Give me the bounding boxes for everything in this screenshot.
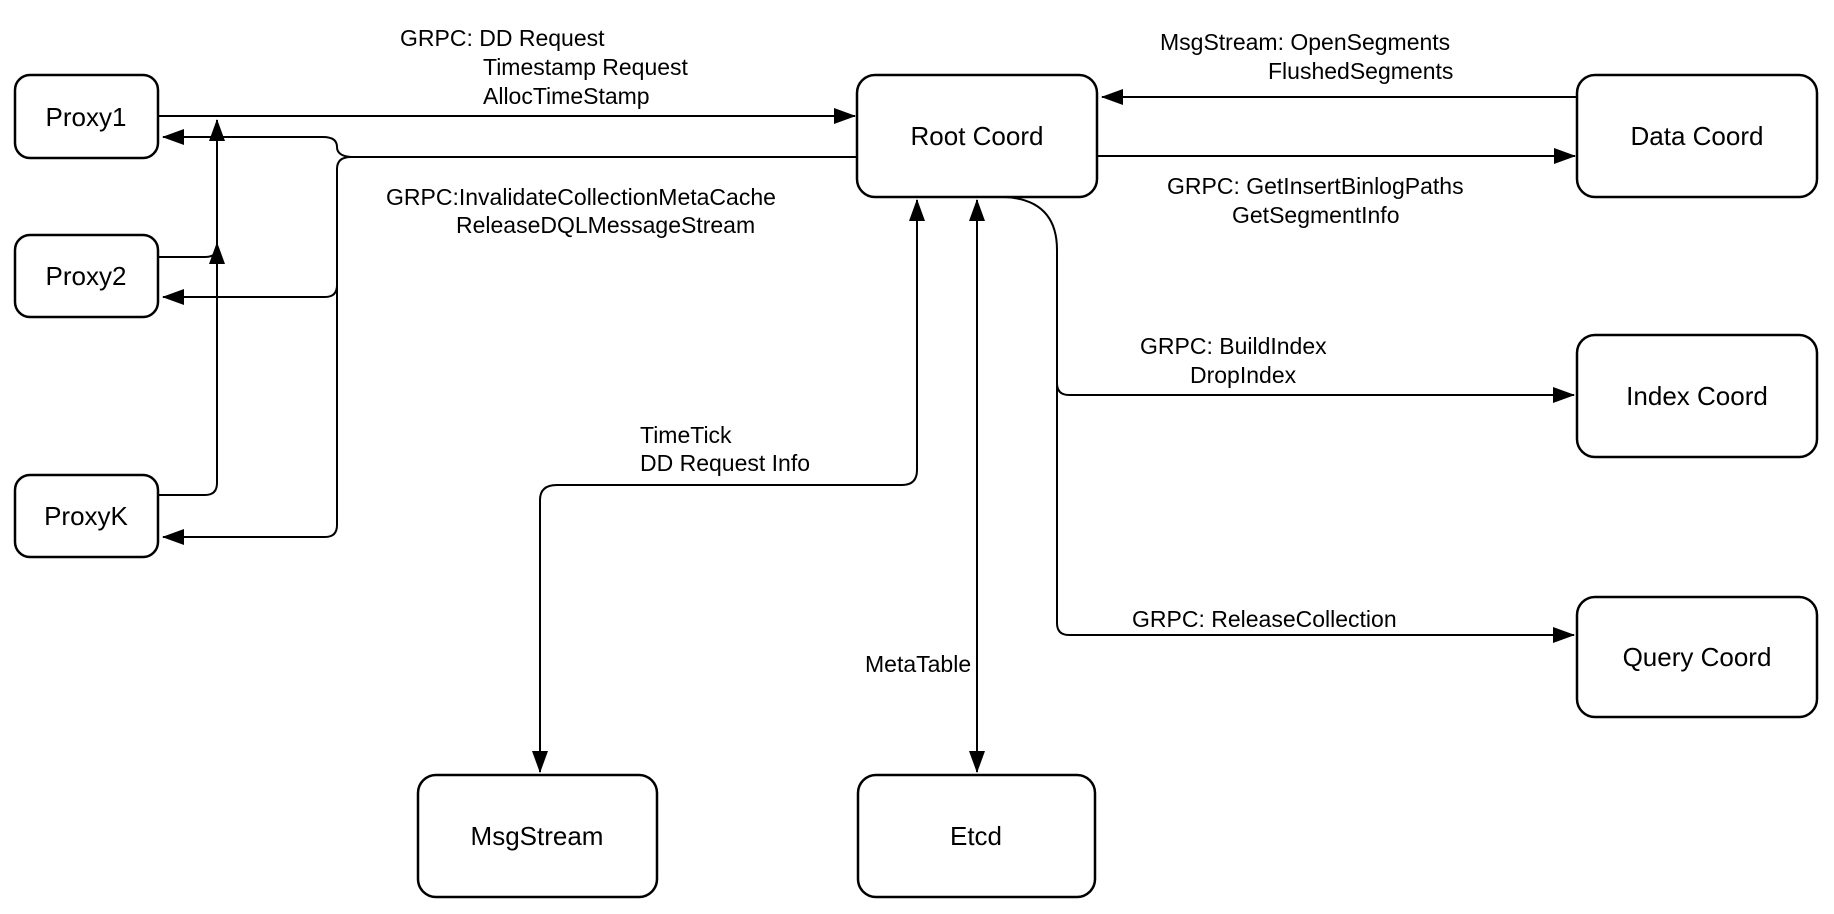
label-root-coord-to-proxies: GRPC:InvalidateCollectionMetaCache Relea… xyxy=(386,184,776,238)
node-data-coord: Data Coord xyxy=(1575,73,1819,199)
label-line: ReleaseDQLMessageStream xyxy=(456,212,755,238)
edge-root-coord-to-msgstream xyxy=(532,199,925,773)
node-proxyk: ProxyK xyxy=(13,473,160,559)
node-proxy2-label: Proxy2 xyxy=(46,261,127,291)
node-query-coord: Query Coord xyxy=(1575,595,1819,719)
edge-root-coord-to-proxyk xyxy=(162,156,857,545)
node-etcd-box xyxy=(856,773,1097,899)
label-line: GRPC: BuildIndex xyxy=(1140,333,1327,359)
node-query-coord-label: Query Coord xyxy=(1623,642,1772,672)
edge-proxy2-merge-up xyxy=(158,242,225,264)
label-root-coord-to-msgstream: TimeTick DD Request Info xyxy=(640,422,810,476)
node-proxyk-label: ProxyK xyxy=(44,501,128,531)
label-line: GRPC: DD Request xyxy=(400,25,605,51)
label-data-coord-to-root-coord: MsgStream: OpenSegments FlushedSegments xyxy=(1160,29,1453,84)
edge-proxyk-merge-up xyxy=(158,119,225,496)
node-index-coord-label: Index Coord xyxy=(1626,381,1768,411)
label-root-coord-to-etcd: MetaTable xyxy=(865,651,971,677)
label-line: DropIndex xyxy=(1190,362,1297,388)
label-line: GRPC: GetInsertBinlogPaths xyxy=(1167,173,1464,199)
node-query-coord-box xyxy=(1575,595,1819,719)
edge-root-coord-to-query-coord xyxy=(1004,196,1575,643)
label-line: MsgStream: OpenSegments xyxy=(1160,29,1450,55)
node-msgstream: MsgStream xyxy=(416,773,659,899)
node-index-coord-box xyxy=(1575,333,1819,459)
label-root-coord-to-data-coord: GRPC: GetInsertBinlogPaths GetSegmentInf… xyxy=(1167,173,1464,228)
node-root-coord-label: Root Coord xyxy=(911,121,1044,151)
node-proxy1-label: Proxy1 xyxy=(46,102,127,132)
label-line: MetaTable xyxy=(865,651,971,677)
label-line: Timestamp Request xyxy=(483,54,689,80)
node-msgstream-box xyxy=(416,773,659,899)
node-data-coord-label: Data Coord xyxy=(1631,121,1764,151)
label-root-coord-to-index-coord: GRPC: BuildIndex DropIndex xyxy=(1140,333,1327,388)
edge-root-coord-to-proxy2 xyxy=(162,284,338,305)
node-root-coord-box xyxy=(855,73,1099,199)
node-proxyk-box xyxy=(13,473,160,559)
label-line: GRPC:InvalidateCollectionMetaCache xyxy=(386,184,776,210)
node-index-coord: Index Coord xyxy=(1575,333,1819,459)
label-line: TimeTick xyxy=(640,422,732,448)
node-proxy1: Proxy1 xyxy=(13,73,160,160)
label-root-coord-to-query-coord: GRPC: ReleaseCollection xyxy=(1132,606,1397,632)
edge-root-coord-to-index-coord xyxy=(1056,382,1575,403)
label-proxies-to-root-coord: GRPC: DD Request Timestamp Request Alloc… xyxy=(400,25,689,109)
label-line: GetSegmentInfo xyxy=(1232,202,1400,228)
node-msgstream-label: MsgStream xyxy=(471,821,604,851)
edge-root-coord-to-proxy1 xyxy=(162,129,352,158)
label-line: AllocTimeStamp xyxy=(483,83,650,109)
node-data-coord-box xyxy=(1575,73,1819,199)
label-line: DD Request Info xyxy=(640,450,810,476)
node-proxy2: Proxy2 xyxy=(13,233,160,319)
node-proxy2-box xyxy=(13,233,160,319)
node-etcd-label: Etcd xyxy=(950,821,1002,851)
node-root-coord: Root Coord xyxy=(855,73,1099,199)
label-line: GRPC: ReleaseCollection xyxy=(1132,606,1397,632)
label-line: FlushedSegments xyxy=(1268,58,1453,84)
node-etcd: Etcd xyxy=(856,773,1097,899)
node-proxy1-box xyxy=(13,73,160,160)
